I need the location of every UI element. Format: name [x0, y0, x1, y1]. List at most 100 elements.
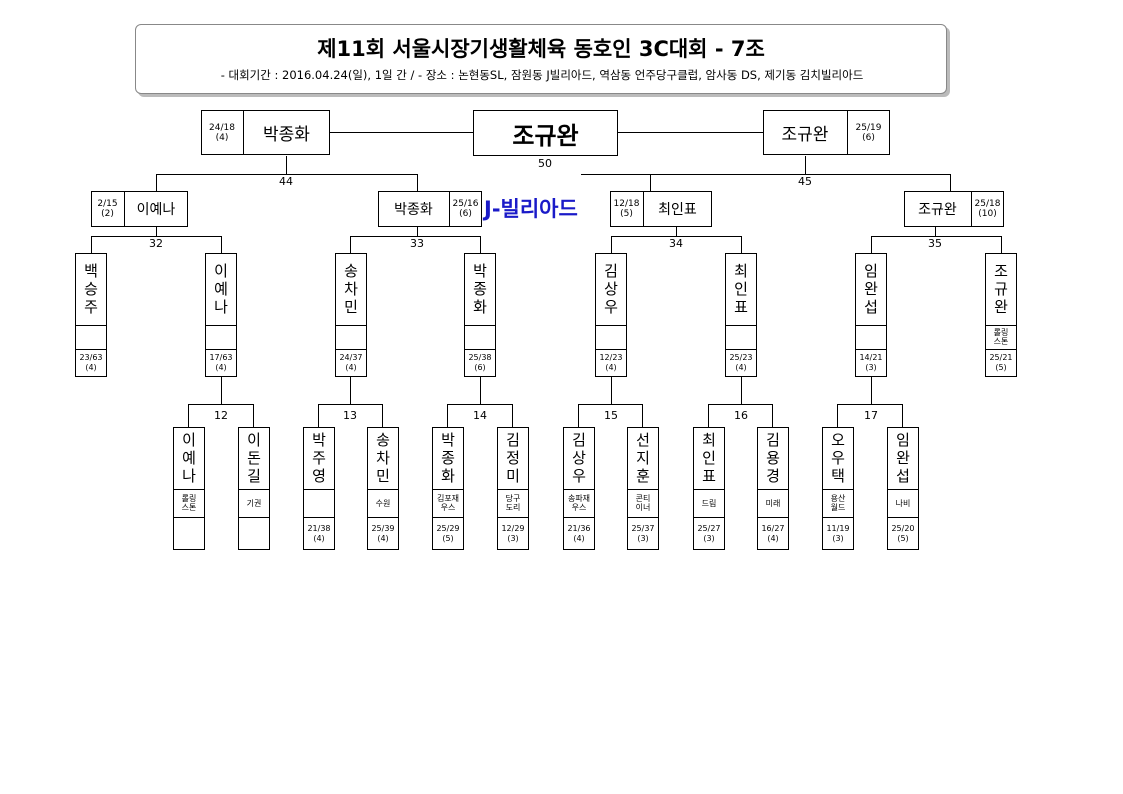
score: 25/27	[697, 523, 721, 533]
player-box	[985, 253, 1017, 377]
bracket-line	[221, 236, 222, 254]
club-name: 나비	[895, 498, 911, 508]
score: 21/36	[567, 523, 591, 533]
player-name: 김 용 경	[766, 431, 780, 485]
page-title: 제11회 서울시장기생활체육 동호인 3C대회 - 7조	[317, 37, 765, 61]
bracket-line	[286, 156, 287, 175]
match-number: 34	[669, 237, 683, 250]
match-number: 45	[798, 175, 812, 188]
score: 25/23	[729, 353, 753, 362]
bracket-line	[91, 236, 92, 254]
inning: (4)	[735, 363, 747, 372]
bracket-line	[124, 191, 125, 227]
bracket-line	[708, 404, 709, 428]
bracket-line	[971, 191, 972, 227]
player-name: 이 예 나	[214, 262, 228, 316]
bracket-line	[156, 174, 157, 192]
player-box	[367, 427, 399, 550]
inning: (5)	[995, 363, 1007, 372]
bracket-line	[855, 349, 887, 350]
club-name: 수원	[375, 498, 391, 508]
bracket-line	[480, 377, 481, 405]
bracket-line	[243, 110, 244, 155]
venue-label: J-빌리아드	[484, 197, 578, 221]
bracket-line	[822, 489, 854, 490]
score: 16/27	[761, 523, 785, 533]
bracket-line	[693, 489, 725, 490]
bracket-line	[1001, 236, 1002, 254]
bracket-line	[367, 489, 399, 490]
bracket-line	[417, 174, 418, 192]
quarter-box	[378, 191, 482, 227]
score: 2/15	[97, 199, 118, 209]
inning: (4)	[215, 132, 229, 143]
score: 25/16	[452, 199, 479, 209]
player-name: 선 지 훈	[636, 431, 650, 485]
bracket-line	[497, 489, 529, 490]
page-subtitle: - 대회기간 : 2016.04.24(일), 1일 간 / - 장소 : 논현…	[220, 68, 864, 82]
bracket-line	[432, 517, 464, 518]
bracket-line	[822, 517, 854, 518]
bracket-line	[303, 489, 335, 490]
inning: (4)	[767, 533, 779, 543]
player-name: 최 인 표	[702, 431, 716, 485]
match-number: 44	[279, 175, 293, 188]
semi-right-box	[763, 110, 890, 155]
bracket-line	[205, 325, 237, 326]
bracket-line	[188, 404, 189, 428]
player-box	[497, 427, 529, 550]
inning: (2)	[101, 209, 114, 219]
score: 25/37	[631, 523, 655, 533]
match-number: 32	[149, 237, 163, 250]
inning: (3)	[703, 533, 715, 543]
player-box	[173, 427, 205, 550]
club-name: 롤링 스톤	[181, 494, 197, 512]
bracket-line	[871, 377, 872, 405]
inning: (3)	[832, 533, 844, 543]
player-name: 이 예 나	[182, 431, 196, 485]
player-name: 조규완	[918, 202, 957, 218]
player-box	[887, 427, 919, 550]
bracket-line	[595, 349, 627, 350]
bracket-line	[318, 404, 383, 405]
match-number: 16	[734, 409, 748, 422]
bracket-line	[480, 236, 481, 254]
bracket-line	[708, 404, 773, 405]
bracket-line	[642, 404, 643, 428]
bracket-line	[837, 404, 903, 405]
bracket-line	[238, 517, 270, 518]
score: 25/19	[855, 122, 882, 133]
bracket-line	[75, 349, 107, 350]
bracket-line	[757, 489, 789, 490]
match-number: 14	[473, 409, 487, 422]
player-name: 백 승 주	[84, 262, 98, 316]
club-name: 당구 도리	[505, 494, 521, 512]
inning: (6)	[474, 363, 486, 372]
club-name: 미래	[765, 498, 781, 508]
inning: (5)	[897, 533, 909, 543]
player-name: 최 인 표	[734, 262, 748, 316]
inning: (3)	[507, 533, 519, 543]
inning: (3)	[865, 363, 877, 372]
bracket-line	[563, 489, 595, 490]
score: 25/39	[371, 523, 395, 533]
score: 24/37	[339, 353, 363, 362]
club-name: 기권	[246, 498, 262, 508]
bracket-line	[238, 489, 270, 490]
bracket-line	[741, 377, 742, 405]
bracket-line	[725, 349, 757, 350]
bracket-line	[757, 517, 789, 518]
bracket-line	[173, 517, 205, 518]
score: 12/18	[613, 199, 640, 209]
player-name: 오 우 택	[831, 431, 845, 485]
club-name: 김포재 우스	[436, 494, 460, 512]
player-name: 송 차 민	[344, 262, 358, 316]
inning: (10)	[978, 209, 997, 219]
quarter-box	[904, 191, 1004, 227]
bracket-line	[611, 236, 742, 237]
bracket-line	[578, 404, 643, 405]
inning: (4)	[313, 533, 325, 543]
bracket-line	[335, 325, 367, 326]
player-box	[432, 427, 464, 550]
quarter-box	[610, 191, 712, 227]
